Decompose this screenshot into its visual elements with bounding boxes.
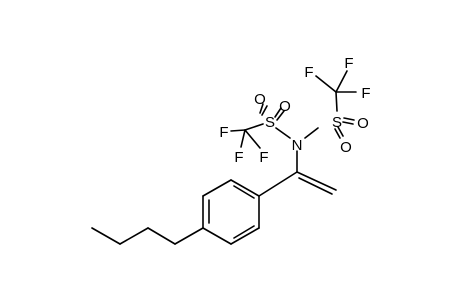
atom-f: F [344, 55, 353, 72]
bond [335, 70, 348, 93]
double-bond-inner [298, 177, 333, 195]
bond [259, 103, 264, 114]
bond [315, 75, 337, 93]
bond [274, 107, 282, 118]
atom-f: F [234, 149, 243, 166]
bond [240, 129, 246, 148]
bond [230, 129, 246, 132]
bond [275, 127, 291, 139]
bond [334, 128, 341, 139]
left-sulfonyl-group [230, 103, 285, 149]
bond [202, 227, 232, 245]
bond [258, 171, 298, 197]
double-bond-inner [233, 225, 255, 239]
bond [335, 91, 338, 112]
right-sulfonyl-group [315, 70, 357, 139]
bond [147, 227, 176, 245]
atom-f: F [304, 64, 313, 81]
bond [304, 127, 319, 139]
atom-f: F [259, 149, 268, 166]
bond [343, 117, 355, 121]
bond [230, 179, 260, 197]
bond [337, 126, 344, 137]
atom-o: O [357, 115, 369, 132]
atom-o: O [279, 98, 291, 115]
atom-o: O [340, 139, 352, 156]
double-bond-inner [233, 185, 255, 199]
atom-s: S [332, 114, 342, 131]
bond [230, 227, 260, 245]
bond [119, 227, 149, 245]
atom-f: F [361, 85, 370, 102]
bond [276, 110, 285, 121]
atom-o: O [254, 91, 266, 108]
bond [296, 171, 337, 191]
bond [202, 179, 232, 197]
atom-f: F [219, 124, 228, 141]
atom-s: S [265, 114, 275, 131]
butyl-chain [91, 227, 204, 245]
benzene-ring [202, 179, 260, 245]
vinyl-group [258, 150, 337, 197]
bond [261, 105, 268, 116]
bond [174, 227, 204, 245]
atom-n: N [292, 137, 303, 154]
bond [244, 123, 264, 131]
bond [91, 227, 121, 245]
bond [244, 129, 261, 149]
bond [342, 121, 354, 125]
